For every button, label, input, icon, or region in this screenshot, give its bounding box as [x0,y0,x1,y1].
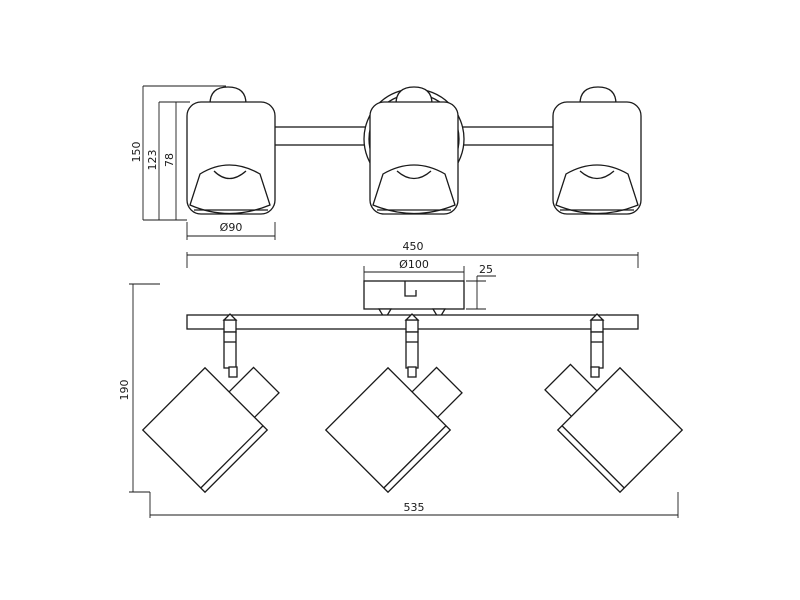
dim-height-shade-mount: 123 [146,101,190,221]
canopy-screw-left [377,308,393,321]
dim-bar-length-label: 450 [403,240,424,253]
front-spot-middle [324,313,463,494]
dim-height-shade-label: 78 [163,153,176,167]
front-view [141,280,684,494]
dim-shade-diameter-label: Ø90 [220,221,243,234]
dim-height-total: 150 [130,85,226,221]
dim-canopy-diameter-label: Ø100 [399,258,429,271]
dim-height-total-label: 150 [130,142,143,163]
top-view [186,86,642,215]
dim-height-shade-mount-label: 123 [146,150,159,171]
dim-shade-diameter: Ø90 [186,221,276,240]
front-spot-right [544,313,684,494]
top-view-shade-right [552,86,642,215]
canopy-slot [404,281,417,297]
dim-overall-width: 535 [149,492,679,518]
dim-canopy-diameter: Ø100 [363,258,465,282]
dim-overall-width-label: 535 [404,501,425,514]
dim-canopy-height: 25 [466,263,496,310]
dim-projection-label: 190 [118,380,131,401]
dim-height-shade: 78 [163,101,190,221]
front-view-canopy [363,280,465,310]
front-spot-left [141,313,280,494]
dim-projection: 190 [118,283,160,493]
dim-canopy-height-label: 25 [479,263,493,276]
top-view-shade-left [186,86,276,215]
canopy-screw-right [431,308,447,321]
top-view-shade-middle [369,86,459,215]
dim-bar-length: 450 [186,240,639,268]
